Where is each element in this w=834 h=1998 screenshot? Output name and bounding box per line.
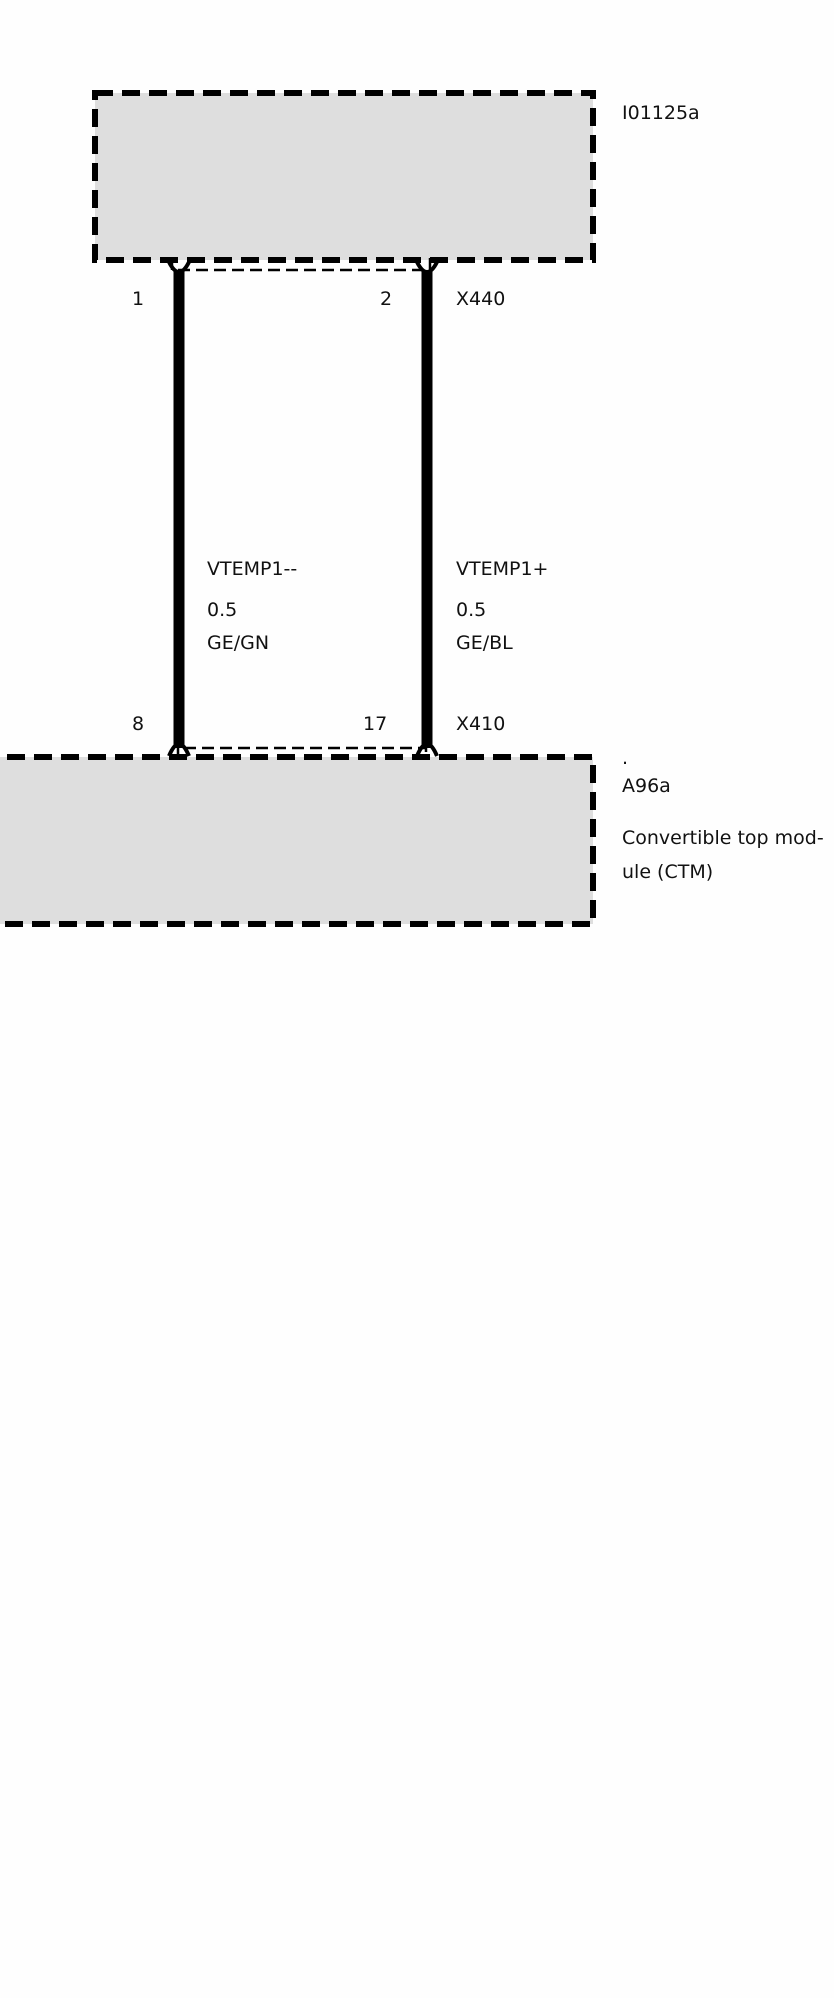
top-connector-id: X440 bbox=[456, 288, 505, 310]
top-component-box bbox=[92, 90, 596, 263]
pin-label-8: 8 bbox=[132, 713, 144, 735]
wire-1-color: GE/GN bbox=[207, 632, 269, 654]
pin-label-1: 1 bbox=[132, 288, 144, 310]
top-component-id: I01125a bbox=[622, 102, 700, 124]
bottom-component-dot: . bbox=[622, 747, 628, 769]
pin-label-17: 17 bbox=[363, 713, 387, 735]
bottom-component-id: A96a bbox=[622, 775, 671, 797]
pin-hook-bottom-17 bbox=[415, 742, 439, 757]
bottom-component-box bbox=[0, 754, 596, 927]
wire-2-color: GE/BL bbox=[456, 632, 513, 654]
bottom-connector-id: X410 bbox=[456, 713, 505, 735]
bottom-connector-outline bbox=[176, 746, 428, 760]
bottom-component-name-line1: Convertible top mod- bbox=[622, 827, 824, 849]
pin-label-2: 2 bbox=[380, 288, 392, 310]
pin-hook-top-2 bbox=[415, 261, 439, 274]
wire-1-gauge: 0.5 bbox=[207, 599, 237, 621]
pin-hook-bottom-8 bbox=[167, 742, 191, 757]
wire-2-signal: VTEMP1+ bbox=[456, 558, 548, 580]
wire-2-gauge: 0.5 bbox=[456, 599, 486, 621]
pin-hook-top-1 bbox=[167, 261, 191, 274]
wire-1-signal: VTEMP1-- bbox=[207, 558, 297, 580]
bottom-component-name-line2: ule (CTM) bbox=[622, 861, 713, 883]
